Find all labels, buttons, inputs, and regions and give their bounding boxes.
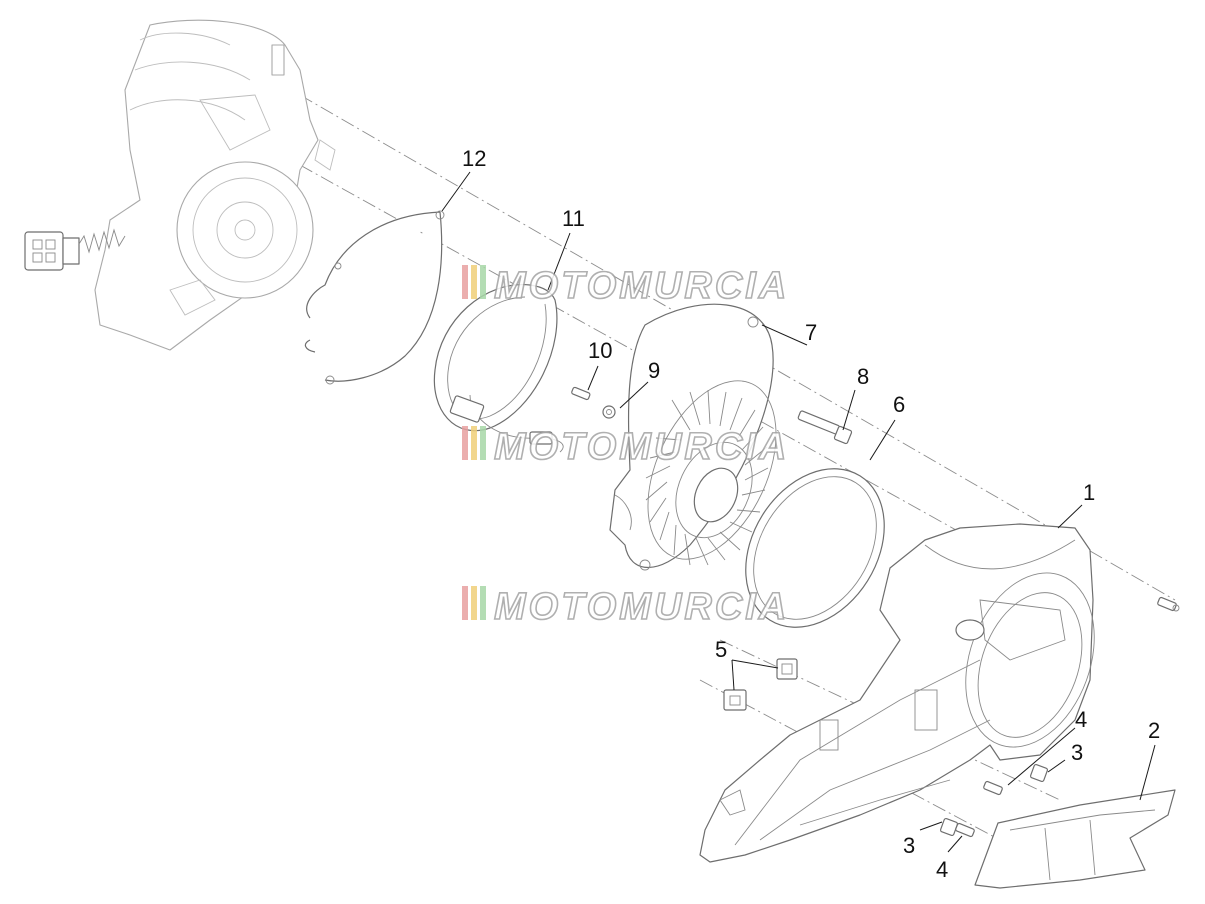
watermark-top: MOTOMURCIA: [462, 264, 789, 308]
callout-8: 8: [857, 364, 869, 389]
part-2-side-cover: [974, 789, 1176, 889]
callout-1: 1: [1083, 480, 1095, 505]
part-10-screw: [571, 386, 591, 401]
watermark-text-bottom: MOTOMURCIA: [494, 586, 789, 628]
leader-lines: [441, 171, 1156, 853]
callout-4-upper: 4: [1075, 707, 1087, 732]
part-1-transmission-cover: [699, 523, 1095, 863]
callout-3-upper: 3: [1071, 740, 1083, 765]
part-8-bolt: [797, 410, 853, 445]
part-12-gasket: [304, 210, 445, 385]
callout-4-lower: 4: [936, 857, 948, 882]
part-9-washer: [602, 405, 616, 419]
callout-12: 12: [462, 146, 486, 171]
callout-labels: 1 2 3 3 4 4 5 6 7 8 9 10 11 12: [462, 146, 1160, 882]
callout-9: 9: [648, 358, 660, 383]
part-4-screws: [955, 780, 1003, 838]
part-7-fan-cover: [609, 303, 777, 571]
part-5-clips: [723, 658, 798, 711]
callout-10: 10: [588, 338, 612, 363]
part-3-nuts: [939, 763, 1049, 837]
part-6-seal-ring: [745, 468, 885, 628]
watermark-middle: MOTOMURCIA: [462, 425, 789, 469]
callout-11: 11: [562, 206, 585, 231]
watermark-bottom: MOTOMURCIA: [462, 585, 789, 629]
callout-5: 5: [715, 637, 727, 662]
cover-screw: [1157, 596, 1180, 612]
part-11-stator-ring: [433, 284, 564, 453]
callout-2: 2: [1148, 718, 1160, 743]
watermark-text-top: MOTOMURCIA: [494, 265, 789, 307]
callout-7: 7: [805, 320, 817, 345]
engine-block: [24, 19, 336, 351]
callout-6: 6: [893, 392, 905, 417]
callout-3-lower: 3: [903, 833, 915, 858]
watermark-text-middle: MOTOMURCIA: [494, 426, 789, 468]
